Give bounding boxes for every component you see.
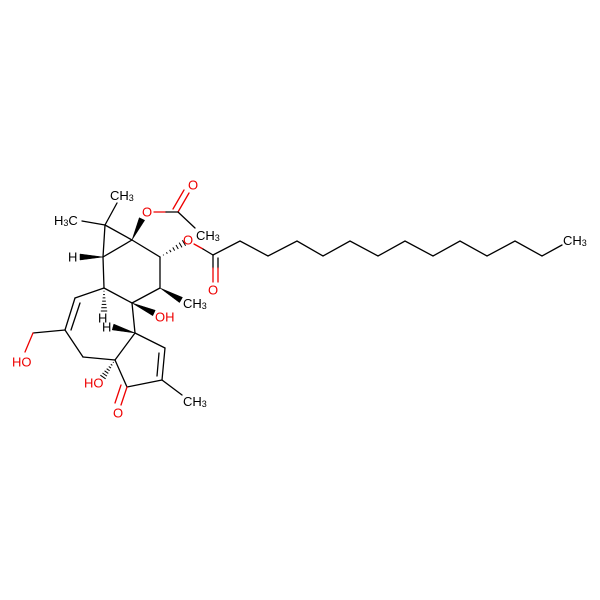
bond xyxy=(161,347,166,381)
bond xyxy=(177,211,196,229)
bond xyxy=(102,256,105,289)
hashed-bond xyxy=(162,239,187,256)
atom-labels: CH3 H3C H H H O O CH3 O O CH3 OH HO HO O… xyxy=(12,178,587,421)
bond xyxy=(131,302,136,334)
oxygen-label: O xyxy=(208,283,218,298)
bond xyxy=(131,287,161,304)
hash-line xyxy=(165,251,168,255)
bond xyxy=(104,224,133,241)
oxygen-label: O xyxy=(113,406,123,421)
wedge-bond xyxy=(131,217,146,241)
bond xyxy=(172,189,185,210)
methyl-label: CH3 xyxy=(183,296,207,312)
hydroxyl-label: HO xyxy=(84,376,104,391)
hash-line xyxy=(175,244,179,250)
hash-line xyxy=(106,368,110,372)
bond xyxy=(114,359,128,388)
wedge-bond xyxy=(79,253,104,261)
bond xyxy=(156,352,160,377)
alkyl-chain xyxy=(212,240,563,257)
bond xyxy=(102,239,133,258)
bond xyxy=(131,239,161,258)
bond xyxy=(114,384,122,404)
hash-line xyxy=(181,239,187,247)
wedge-bond xyxy=(111,323,136,334)
methyl-label: CH3 xyxy=(183,394,207,410)
hash-line xyxy=(178,242,183,248)
hashed-bond xyxy=(100,361,114,380)
bond xyxy=(177,192,190,213)
bond xyxy=(126,379,163,388)
hydrogen-label: H xyxy=(102,320,111,335)
hashed-bond xyxy=(100,290,108,312)
bond xyxy=(104,202,118,226)
bond xyxy=(82,356,116,361)
bond xyxy=(103,287,133,304)
hash-line xyxy=(104,370,109,374)
methyl-label: CH3 xyxy=(563,233,587,249)
stereo-bonds xyxy=(79,217,187,380)
bonds xyxy=(24,189,563,406)
bond xyxy=(64,297,76,331)
hydroxyl-label: OH xyxy=(155,310,175,325)
oxygen-label: O xyxy=(183,233,193,248)
oxygen-label: O xyxy=(188,178,198,193)
hydrogen-label: H xyxy=(68,250,77,265)
hash-line xyxy=(100,374,106,380)
bond xyxy=(114,332,136,361)
bond xyxy=(81,220,106,226)
bond xyxy=(120,386,128,406)
bond xyxy=(202,248,214,256)
bond xyxy=(64,329,84,358)
hydroxyl-label: HO xyxy=(12,355,32,370)
hash-line xyxy=(169,249,172,253)
hash-line xyxy=(112,361,114,364)
bond xyxy=(193,243,204,250)
wedge-bond xyxy=(159,287,183,303)
hash-line xyxy=(172,247,176,251)
oxygen-label: O xyxy=(142,205,152,220)
bond xyxy=(161,379,183,396)
methyl-label: H3C xyxy=(54,213,78,229)
hash-line xyxy=(110,363,113,366)
wedge-bond xyxy=(131,302,156,317)
hash-line xyxy=(102,372,108,377)
methyl-label: CH3 xyxy=(110,188,134,204)
hash-line xyxy=(108,366,112,369)
hydrogen-label: H xyxy=(98,311,107,326)
bond xyxy=(24,332,34,353)
bond xyxy=(74,287,105,299)
bond xyxy=(70,302,81,331)
bond xyxy=(32,329,66,334)
bond xyxy=(134,332,166,349)
methyl-label: CH3 xyxy=(196,228,220,244)
bond xyxy=(102,224,106,258)
